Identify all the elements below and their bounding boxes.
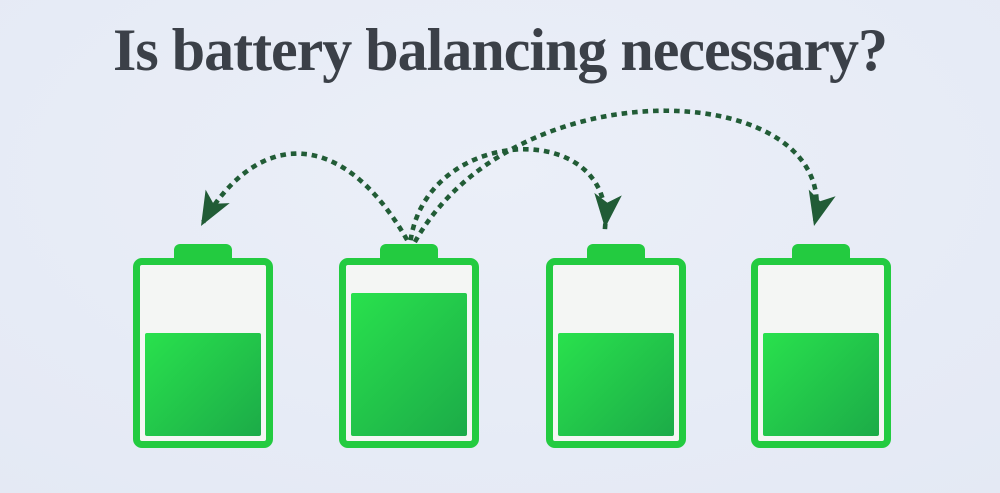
battery-case <box>751 258 891 448</box>
battery-well <box>145 270 261 436</box>
balance-arrow-to-cell-1-icon <box>197 151 410 242</box>
battery-case <box>546 258 686 448</box>
battery-charge-level <box>558 333 674 436</box>
battery-cell-2 <box>339 244 479 449</box>
banner-title: Is battery balancing necessary? <box>113 17 888 83</box>
battery-charge-level <box>351 293 467 436</box>
battery-cell-4 <box>751 244 891 449</box>
balance-arrow-to-cell-3-icon <box>408 146 622 241</box>
battery-well <box>763 270 879 436</box>
battery-cell-3 <box>546 244 686 449</box>
balance-arrow-to-cell-4-icon <box>412 108 836 244</box>
battery-well <box>558 270 674 436</box>
battery-well <box>351 270 467 436</box>
battery-case <box>133 258 273 448</box>
battery-case <box>339 258 479 448</box>
battery-charge-level <box>763 333 879 436</box>
battery-charge-level <box>145 333 261 436</box>
battery-cell-1 <box>133 244 273 449</box>
